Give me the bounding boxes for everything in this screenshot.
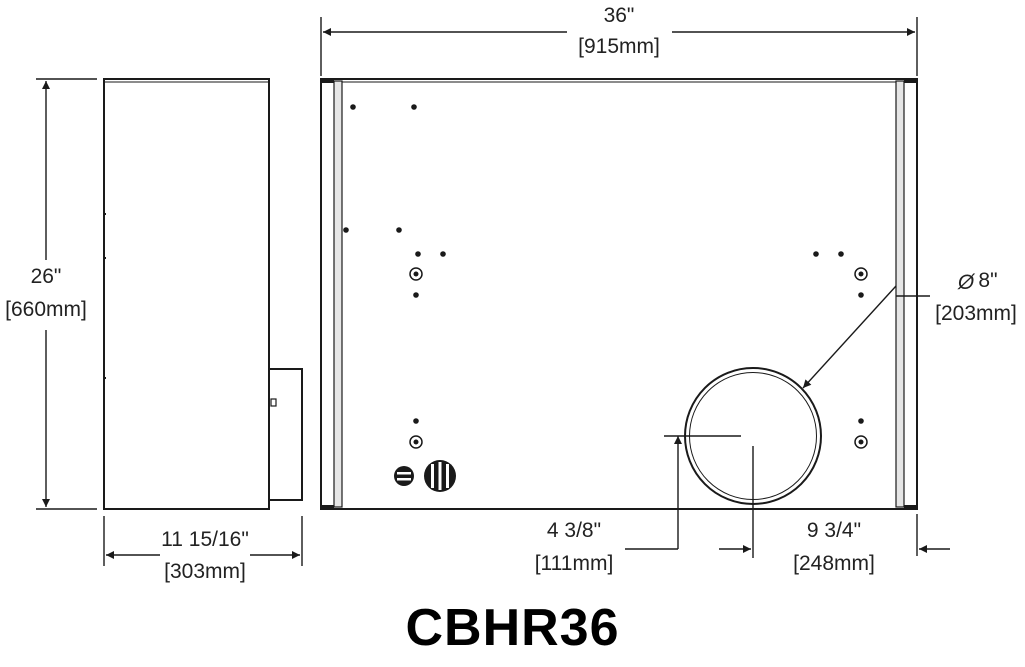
duct-offset-bottom-imperial-label: 4 3/8": [547, 519, 601, 542]
duct-diameter-metric-label: [203mm]: [935, 302, 1017, 325]
duct-offset-bottom-metric-label: [111mm]: [535, 552, 614, 575]
grommets: [409, 267, 868, 449]
small-knockout-icon: [394, 466, 414, 486]
dimension-lines: [36, 17, 950, 566]
side-view-body: [103, 78, 270, 510]
left-rail: [333, 80, 343, 508]
depth-imperial-label: 11 15/16": [161, 528, 249, 551]
electrical-knockouts: [394, 460, 456, 492]
front-view-body: [320, 78, 918, 510]
width-imperial-label: 36": [604, 4, 635, 27]
mounting-holes: [343, 104, 864, 424]
duct-diameter-imperial-label: 8": [978, 269, 997, 292]
depth-metric-label: [303mm]: [164, 560, 246, 583]
right-rail: [895, 80, 905, 508]
duct-outlet: [664, 285, 930, 558]
height-metric-label: [660mm]: [5, 298, 87, 321]
height-imperial-label: 26": [31, 265, 62, 288]
duct-offset-right-imperial-label: 9 3/4": [807, 519, 861, 542]
front-view: [320, 78, 918, 510]
duct-offset-right-metric-label: [248mm]: [793, 552, 875, 575]
side-view-collar: [268, 368, 303, 501]
width-metric-label: [915mm]: [578, 35, 660, 58]
dimension-labels: 36" [915mm] 26" [660mm] 11 15/16" [303mm…: [5, 4, 1017, 583]
side-view: [103, 78, 303, 510]
duct-diameter-symbol: Ø: [957, 271, 976, 294]
model-title: CBHR36: [405, 599, 620, 657]
